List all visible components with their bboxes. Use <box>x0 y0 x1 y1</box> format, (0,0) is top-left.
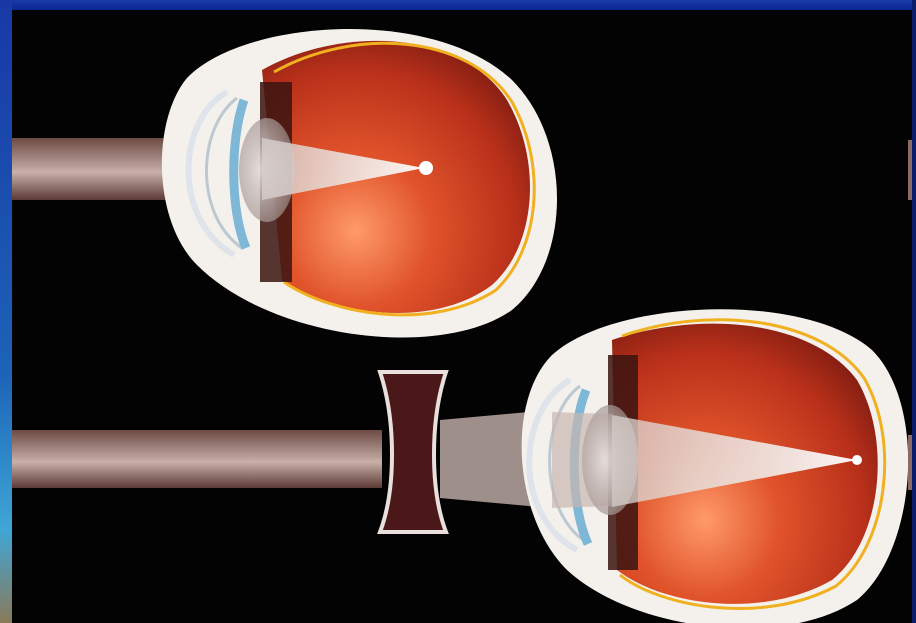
left-border <box>0 0 12 623</box>
illustration-canvas <box>12 10 912 623</box>
focal-point-bottom <box>852 455 862 465</box>
light-beam-bottom <box>12 430 382 488</box>
myopia-correction-illustration <box>12 10 912 623</box>
eye-diagram-bottom <box>12 309 908 623</box>
right-border <box>912 0 916 623</box>
concave-lens-icon <box>380 372 446 532</box>
focal-point-top <box>419 161 433 175</box>
right-edge-fragment-top <box>908 140 912 200</box>
right-edge-fragment-bottom <box>908 435 912 490</box>
top-border <box>0 0 916 10</box>
eye-diagram-top <box>12 29 557 338</box>
